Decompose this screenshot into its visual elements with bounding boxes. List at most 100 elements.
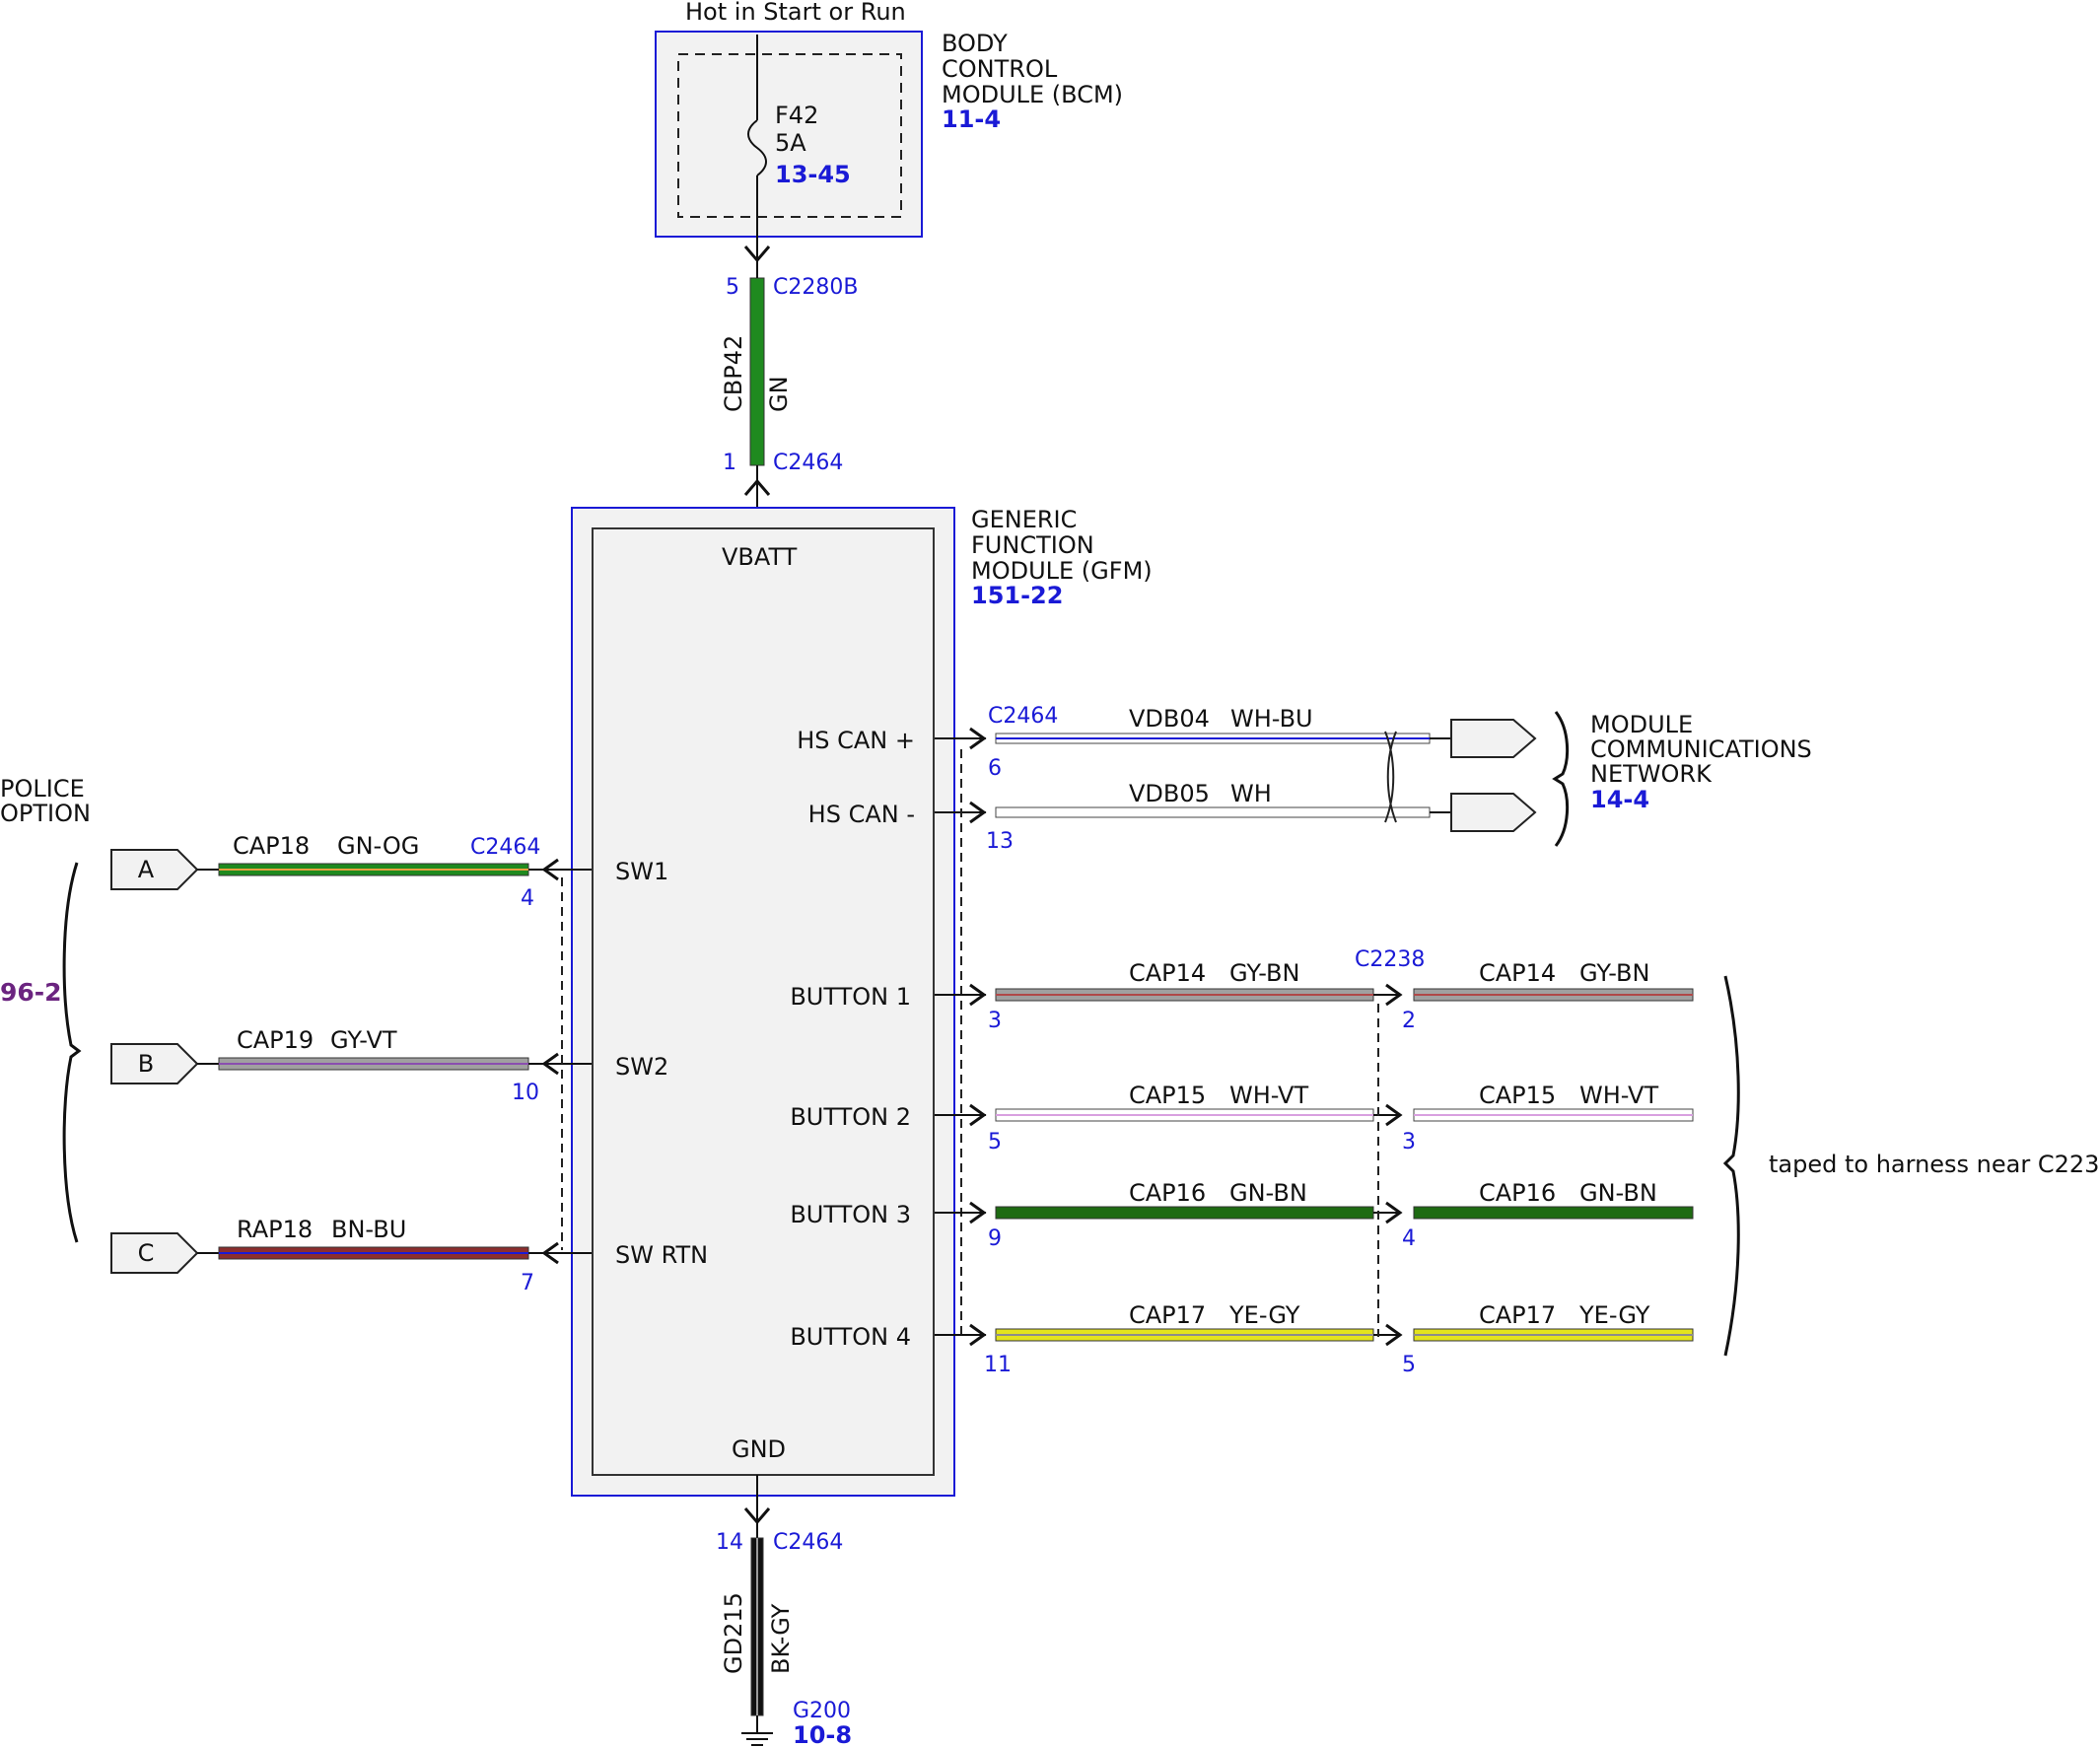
bcm-label-3: MODULE (BCM) bbox=[942, 81, 1123, 108]
wire-cap16-b[interactable] bbox=[1413, 1206, 1694, 1220]
wire-cap16-a[interactable] bbox=[995, 1206, 1374, 1220]
gfm-inner bbox=[592, 527, 935, 1476]
gfm-vbatt: VBATT bbox=[722, 543, 798, 571]
ground-ref-link[interactable]: 10-8 bbox=[793, 1721, 852, 1748]
circuit-cap15-a: CAP15 bbox=[1129, 1082, 1206, 1109]
c2238-arrow-4 bbox=[1385, 1323, 1403, 1347]
circuit-cap18: CAP18 bbox=[233, 832, 310, 860]
color-cap15-b: WH-VT bbox=[1579, 1082, 1658, 1109]
police-label-1: POLICE bbox=[0, 775, 85, 803]
gfm-module: VBATT GND GENERIC FUNCTION MODULE (GFM) … bbox=[571, 506, 1153, 1497]
color-cbp42: GN bbox=[765, 376, 793, 412]
pin-11-gfm: 11 bbox=[984, 1353, 1012, 1377]
bcm-label-1: BODY bbox=[942, 30, 1008, 57]
gfm-sw-rtn: SW RTN bbox=[615, 1241, 708, 1269]
circuit-cbp42: CBP42 bbox=[720, 335, 747, 412]
bcm-module: Hot in Start or Run F42 5A 13-45 BODY CO… bbox=[655, 0, 1123, 258]
pin-13: 13 bbox=[986, 829, 1014, 854]
c2238-arrow-2 bbox=[1385, 1103, 1403, 1127]
fuse-name: F42 bbox=[775, 102, 818, 129]
pin-c2464-vbatt: 1 bbox=[723, 451, 736, 475]
pin-10: 10 bbox=[512, 1081, 539, 1105]
fuse-ref-link[interactable]: 13-45 bbox=[775, 161, 851, 188]
gfm-sw1: SW1 bbox=[615, 858, 668, 885]
circuit-cap14-b: CAP14 bbox=[1479, 959, 1556, 987]
connector-c2464-police: C2464 bbox=[470, 835, 540, 860]
circuit-cap19: CAP19 bbox=[237, 1026, 314, 1054]
circuit-cap17-a: CAP17 bbox=[1129, 1301, 1206, 1329]
police-connector-a[interactable] bbox=[110, 849, 199, 890]
color-vdb04: WH-BU bbox=[1230, 705, 1313, 733]
connector-arrow-c2464-vbatt bbox=[743, 478, 771, 496]
can-bus: C2464 VDB04 WH-BU 6 VDB05 WH 13 MODULE C… bbox=[935, 704, 1812, 1337]
c2238-arrow-3 bbox=[1385, 1201, 1403, 1224]
police-connector-b[interactable] bbox=[110, 1043, 199, 1084]
ground-point-g200: G200 bbox=[793, 1699, 851, 1723]
button1-arrow bbox=[969, 983, 987, 1007]
fuse-rating: 5A bbox=[775, 129, 806, 157]
taped-brace bbox=[1722, 975, 1740, 1357]
circuit-cap16-a: CAP16 bbox=[1129, 1179, 1206, 1207]
button4-arrow bbox=[969, 1323, 987, 1347]
color-cap19: GY-VT bbox=[330, 1026, 397, 1054]
circuit-rap18: RAP18 bbox=[237, 1216, 313, 1243]
wire-cap19-arrow bbox=[541, 1052, 559, 1076]
color-cap18: GN-OG bbox=[337, 832, 419, 860]
can-minus-arrow bbox=[969, 801, 987, 824]
color-cap16-b: GN-BN bbox=[1579, 1179, 1657, 1207]
circuit-cap14-a: CAP14 bbox=[1129, 959, 1206, 987]
gfm-gnd: GND bbox=[732, 1435, 786, 1463]
police-label-2: OPTION bbox=[0, 800, 91, 827]
circuit-cap15-b: CAP15 bbox=[1479, 1082, 1556, 1109]
connector-arrow-c2464-gnd bbox=[743, 1507, 771, 1525]
police-brace bbox=[62, 862, 82, 1243]
vbatt-wire: 5 C2280B CBP42 GN 1 C2464 bbox=[720, 245, 858, 509]
color-cap17-a: YE-GY bbox=[1228, 1301, 1300, 1329]
taped-note: taped to harness near C2238 bbox=[1769, 1151, 2100, 1178]
connector-c2464-can: C2464 bbox=[988, 704, 1058, 729]
gfm-button1: BUTTON 1 bbox=[790, 983, 911, 1011]
circuit-cap17-b: CAP17 bbox=[1479, 1301, 1556, 1329]
gfm-hs-can-minus: HS CAN - bbox=[808, 801, 915, 828]
wire-vdb05[interactable] bbox=[995, 806, 1431, 818]
network-label-1: MODULE bbox=[1590, 711, 1693, 738]
power-label: Hot in Start or Run bbox=[685, 0, 906, 26]
color-cap14-a: GY-BN bbox=[1229, 959, 1299, 987]
network-brace bbox=[1552, 711, 1570, 847]
bcm-label-2: CONTROL bbox=[942, 55, 1058, 83]
connector-c2464-vbatt: C2464 bbox=[773, 451, 843, 475]
pin-9-gfm: 9 bbox=[988, 1226, 1002, 1251]
circuit-vdb04: VDB04 bbox=[1129, 705, 1210, 733]
gfm-label-1: GENERIC bbox=[971, 506, 1077, 533]
pin-3-c2238: 3 bbox=[1402, 1130, 1416, 1154]
circuit-gd215: GD215 bbox=[720, 1592, 747, 1674]
connector-c2280b: C2280B bbox=[773, 275, 858, 300]
network-connector-minus[interactable] bbox=[1450, 793, 1537, 832]
police-option: POLICE OPTION 96-2 A CAP18 GN-OG C2464 4… bbox=[0, 775, 592, 1295]
button3-arrow bbox=[969, 1201, 987, 1224]
gfm-label-2: FUNCTION bbox=[971, 531, 1094, 559]
wire-cbp42[interactable] bbox=[749, 277, 765, 466]
gfm-sw2: SW2 bbox=[615, 1053, 668, 1081]
police-tag-a: A bbox=[138, 856, 155, 883]
color-cap14-b: GY-BN bbox=[1579, 959, 1649, 987]
wire-cap18-arrow bbox=[541, 858, 559, 881]
gfm-button3: BUTTON 3 bbox=[790, 1201, 911, 1228]
bcm-ref-link[interactable]: 11-4 bbox=[942, 105, 1001, 133]
police-ref-link[interactable]: 96-2 bbox=[0, 978, 62, 1007]
gfm-ref-link[interactable]: 151-22 bbox=[971, 582, 1063, 609]
network-ref-link[interactable]: 14-4 bbox=[1590, 786, 1649, 813]
button-wires: CAP14 GY-BN CAP14 GY-BN 3 2 C2238 CAP15 … bbox=[935, 947, 2100, 1377]
circuit-cap16-b: CAP16 bbox=[1479, 1179, 1556, 1207]
gfm-button2: BUTTON 2 bbox=[790, 1103, 911, 1131]
police-tag-c: C bbox=[138, 1239, 155, 1267]
network-connector-plus[interactable] bbox=[1450, 719, 1537, 758]
color-cap15-a: WH-VT bbox=[1229, 1082, 1308, 1109]
police-connector-c[interactable] bbox=[110, 1232, 199, 1274]
color-rap18: BN-BU bbox=[331, 1216, 406, 1243]
color-gd215: BK-GY bbox=[767, 1603, 795, 1674]
bcm-fuse-box bbox=[677, 53, 902, 218]
pin-3-gfm: 3 bbox=[988, 1009, 1002, 1033]
color-cap16-a: GN-BN bbox=[1229, 1179, 1307, 1207]
